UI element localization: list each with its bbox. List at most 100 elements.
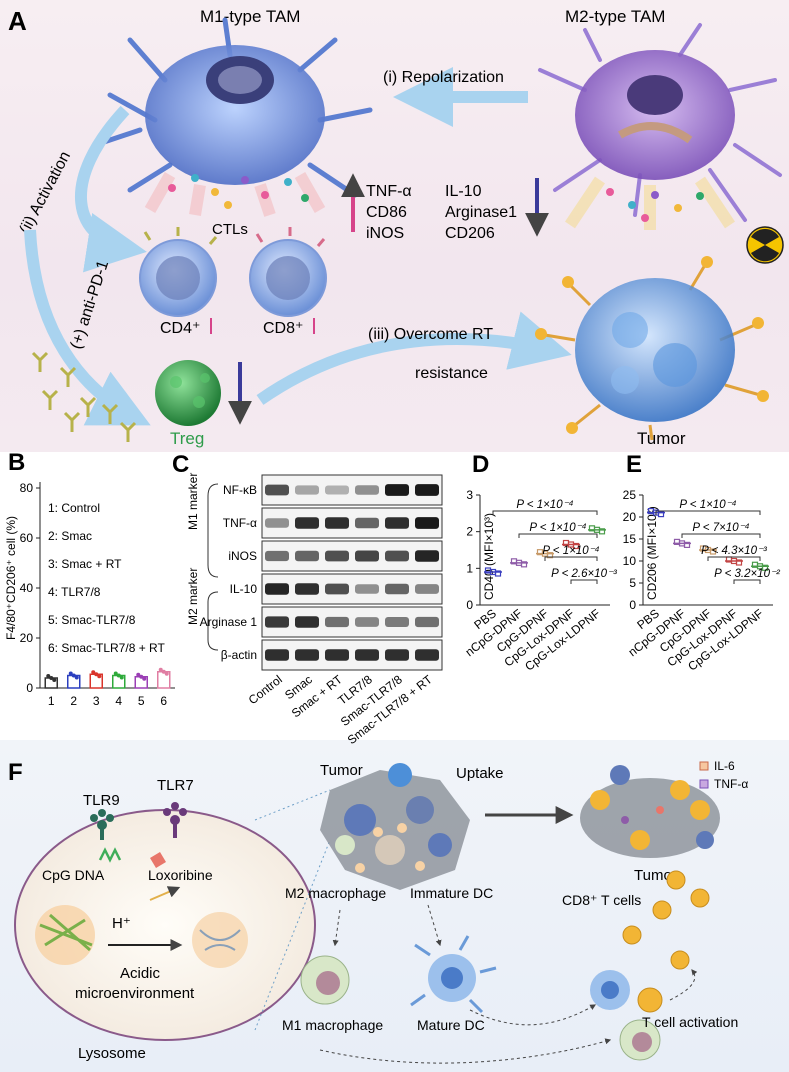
b-bar-point [142, 676, 147, 681]
legend-item-4: 4: TLR7/8 [48, 585, 101, 599]
b-bar-point [139, 674, 144, 679]
p-value-label: P < 1×10⁻⁴ [542, 545, 599, 557]
blot-band [265, 616, 289, 628]
data-point [709, 548, 717, 555]
cpg-dna-label: CpG DNA [42, 867, 105, 883]
nanoparticle-intact-icon [35, 905, 95, 965]
microenvironment-label: microenvironment [75, 985, 195, 1002]
tumor-cluster-illustration [320, 763, 470, 890]
p-value-label: P < 1×10⁻⁴ [529, 522, 586, 534]
mature-dc-label: Mature DC [417, 1017, 485, 1033]
legend-item-2: 2: Smac [48, 529, 92, 543]
b-bar-point [136, 672, 141, 677]
b-bar-point [71, 673, 76, 678]
blot-strip [261, 573, 443, 605]
m2-to-m1-arrow [332, 909, 341, 947]
ytick-label: 0 [629, 598, 636, 612]
b-ytick-label: 80 [20, 481, 34, 495]
data-point [494, 570, 502, 577]
b-xtick-label: 2 [70, 694, 77, 708]
treg-label: Treg [170, 429, 204, 448]
p-value-label: P < 4.3×10⁻³ [701, 545, 768, 557]
b-ytick-label: 60 [20, 531, 34, 545]
ytick-label: 0 [466, 598, 473, 612]
blot-band [355, 517, 379, 529]
ytick-label: 20 [623, 510, 637, 524]
tlr9-receptor-icon [90, 809, 114, 840]
legend-item-6: 6: Smac-TLR7/8 + RT [48, 641, 165, 655]
blot-band [385, 617, 409, 627]
data-point [657, 511, 665, 518]
panel-d-letter: D [472, 451, 489, 478]
blot-band [265, 518, 289, 528]
dc-flow-arrow [469, 1004, 597, 1026]
tumor-illustration [535, 226, 784, 441]
b-xtick-label: 6 [160, 694, 167, 708]
blot-band [325, 583, 349, 595]
tcell-activation-arrow [669, 969, 698, 1001]
acidic-label: Acidic [120, 965, 161, 982]
m2-group-label: M2 marker [186, 568, 200, 625]
b-bar-point [52, 678, 57, 682]
blot-strip [261, 540, 443, 572]
blot-band [325, 616, 349, 628]
overcome-label: (iii) Overcome RT [368, 326, 493, 343]
m2-macrophage-illustration [538, 23, 782, 230]
cpg-dna-strand-icon [98, 847, 122, 863]
blot-row-label: TNF-α [223, 516, 257, 530]
blot-row-label: iNOS [228, 549, 257, 563]
ytick-label: 5 [629, 576, 636, 590]
antigen-presentation-icon [590, 970, 663, 1061]
dc-maturation-arrow [427, 904, 442, 947]
p-value-label: P < 1×10⁻⁴ [516, 499, 573, 511]
y-axis-label: CD40 (MFI×10³) [482, 513, 496, 600]
blot-band [265, 484, 289, 496]
blot-band [385, 583, 409, 595]
cytokine-dots-m2 [606, 188, 704, 222]
tnf-legend-swatch [699, 779, 709, 789]
down-marker-2: Arginase1 [445, 204, 517, 221]
blot-band [385, 550, 409, 562]
blot-strip [261, 507, 443, 539]
blot-band [355, 584, 379, 594]
significance-bracket [681, 533, 761, 538]
blot-row-label: IL-10 [230, 582, 258, 596]
blot-band [295, 649, 319, 661]
ytick-label: 3 [466, 488, 473, 502]
data-point [735, 559, 743, 566]
panel-e-letter: E [626, 451, 642, 478]
activated-tumor-illustration [580, 765, 720, 858]
b-bar-point [68, 671, 73, 676]
p-value-label: P < 2.6×10⁻³ [551, 568, 618, 580]
m1-group-label: M1 marker [186, 473, 200, 530]
b-bar-point [116, 673, 121, 678]
data-point [520, 561, 528, 568]
tumor-label-f: Tumor [320, 762, 363, 779]
b-ytick-label: 40 [20, 581, 34, 595]
blot-band [295, 485, 319, 495]
anti-pd1-arrow [24, 229, 151, 426]
b-bar-point [46, 674, 51, 678]
b-bar-point [119, 675, 124, 680]
blot-band [415, 550, 439, 562]
up-marker-2: CD86 [366, 204, 407, 221]
blot-band [265, 583, 289, 595]
panel-b-bars [44, 667, 171, 689]
panel-f-letter: F [8, 759, 23, 786]
blot-row-label: Arginase 1 [200, 615, 258, 629]
activation-arrow [74, 105, 147, 273]
blot-band [265, 550, 289, 562]
m2-title: M2-type TAM [565, 7, 665, 26]
activation-label: (ii) Activation [17, 149, 75, 237]
m1-flow-arrow [319, 1038, 612, 1064]
blot-band [355, 617, 379, 627]
western-blot-bands [261, 474, 443, 671]
blot-band [415, 484, 439, 496]
significance-bracket [544, 556, 598, 561]
significance-bracket [707, 556, 761, 561]
